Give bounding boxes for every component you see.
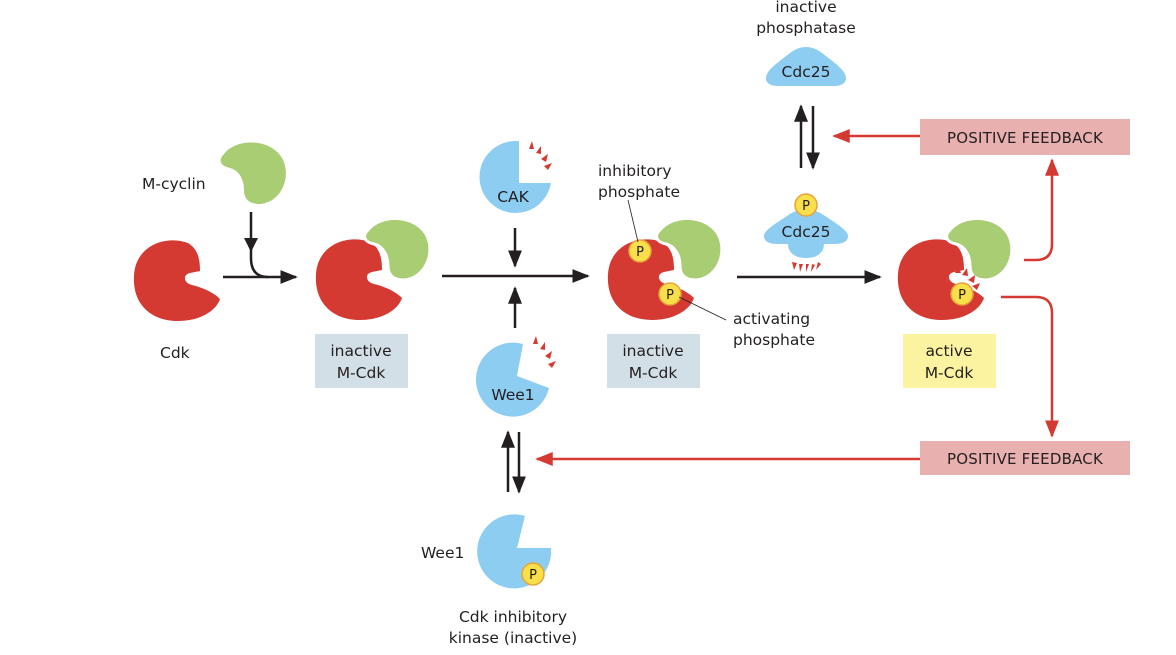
phosphate-symbol: P xyxy=(529,568,537,583)
cdc25-active: P xyxy=(764,193,848,272)
positive-feedback-label-bottom: POSITIVE FEEDBACK xyxy=(947,450,1104,468)
inactive-mcdk-label-1b: M-Cdk xyxy=(337,364,386,382)
wee1-caption-2: kinase (inactive) xyxy=(449,629,577,647)
cdc25-phosphate xyxy=(794,193,818,217)
inhibitory-phosphate-label-1: inhibitory xyxy=(598,162,672,180)
cak-kinase xyxy=(479,141,552,213)
cdk-protein xyxy=(133,240,221,321)
wee1-active-label: Wee1 xyxy=(491,386,534,404)
activating-phosphate xyxy=(658,282,682,306)
phosphate-symbol: P xyxy=(958,288,966,303)
inactive-phosphatase-label-1: inactive xyxy=(775,0,836,16)
cdc25-active-label: Cdc25 xyxy=(782,223,831,241)
inhibitory-phosphate-label-2: phosphate xyxy=(598,183,680,201)
wee1-kinase-active xyxy=(475,336,556,417)
inactive-mcdk-box-2 xyxy=(607,334,700,388)
cdk-label: Cdk xyxy=(160,344,190,362)
activating-phosphate-active xyxy=(950,282,974,306)
wee1-kinase-inactive: P xyxy=(477,514,552,589)
m-cyclin-label: M-cyclin xyxy=(142,175,206,193)
positive-feedback-label-top: POSITIVE FEEDBACK xyxy=(947,129,1104,147)
wee1-inactive-label: Wee1 xyxy=(421,544,464,562)
inhibitory-phosphate-pointer xyxy=(627,199,639,243)
positive-feedback-box-bottom xyxy=(920,441,1130,475)
active-mcdk-box xyxy=(903,334,996,388)
inactive-mcdk-label-1a: inactive xyxy=(330,342,391,360)
positive-feedback-box-top xyxy=(920,119,1130,155)
phosphate-symbol: P xyxy=(636,245,644,260)
activating-phosphate-pointer xyxy=(678,296,727,321)
active-mcdk-label-1: active xyxy=(925,342,972,360)
active-mcdk-complex: P xyxy=(897,216,1014,320)
inactive-mcdk-box-1 xyxy=(315,334,408,388)
inactive-mcdk-label-2b: M-Cdk xyxy=(629,364,678,382)
inactive-phosphatase-label-2: phosphatase xyxy=(756,19,856,37)
feedback-arrow-up xyxy=(1024,158,1059,262)
activating-phosphate-label-2: phosphate xyxy=(733,331,815,349)
inactive-mcdk-complex-1 xyxy=(315,216,432,320)
active-mcdk-label-2: M-Cdk xyxy=(925,364,974,382)
inactive-mcdk-label-2a: inactive xyxy=(622,342,683,360)
wee1-caption-1: Cdk inhibitory xyxy=(459,608,567,626)
cdc25-inactive xyxy=(766,47,846,86)
feedback-arrow-down xyxy=(1001,295,1059,438)
cdc25-inactive-label: Cdc25 xyxy=(782,63,831,81)
inhibitory-phosphate xyxy=(628,239,652,263)
arrowhead-icon xyxy=(244,238,258,252)
phosphate-symbol: P xyxy=(802,199,810,214)
phosphate-symbol: P xyxy=(666,288,674,303)
inactive-mcdk-complex-2: P P xyxy=(607,216,724,320)
m-cyclin-protein xyxy=(220,142,286,204)
cak-label: CAK xyxy=(497,188,529,206)
activating-phosphate-label-1: activating xyxy=(733,310,810,328)
